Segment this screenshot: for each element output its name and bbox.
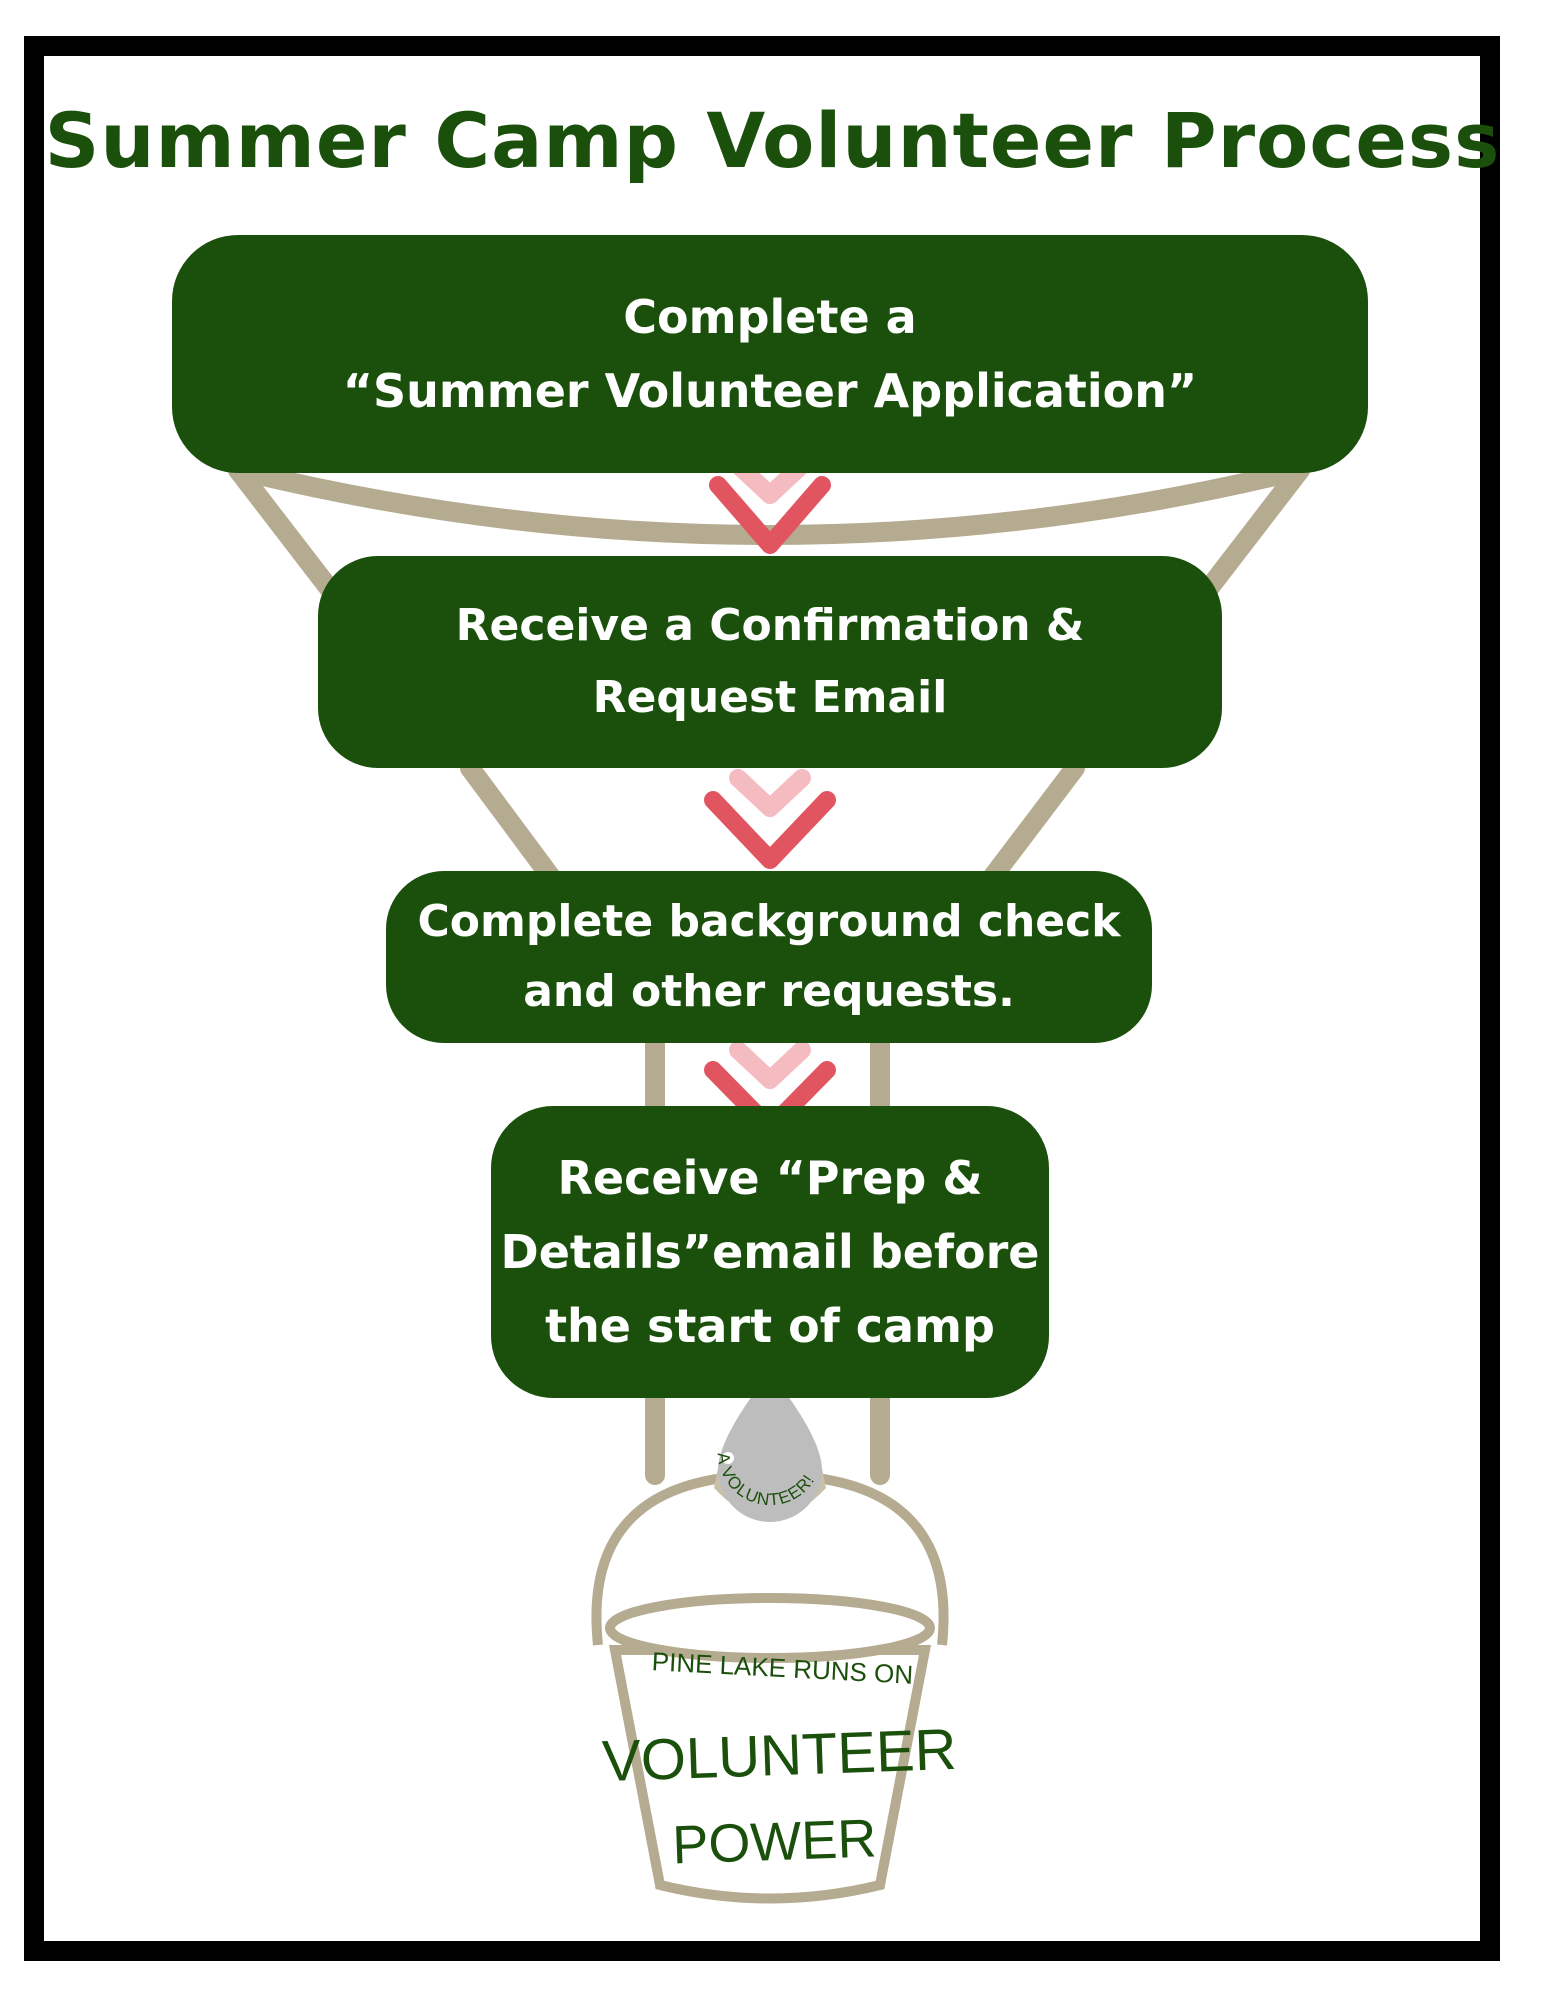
water-drop-icon: A VOLUNTEER! <box>714 1372 826 1522</box>
bucket-line2: POWER <box>671 1808 877 1875</box>
bucket-icon <box>591 1469 949 1904</box>
chevron-light-3 <box>729 1041 811 1089</box>
bucket-rim <box>605 1593 935 1663</box>
step-3-box: Complete background check and other requ… <box>386 871 1152 1043</box>
step-2-text: Receive a Confirmation & Request Email <box>455 600 1085 723</box>
step-2-box: Receive a Confirmation & Request Email <box>318 556 1222 768</box>
drop-highlight <box>722 1452 734 1464</box>
step-4-box: Receive “Prep & Details”email before the… <box>491 1106 1049 1398</box>
step-1-box: Complete a “Summer Volunteer Application… <box>172 235 1368 473</box>
page-title: Summer Camp Volunteer Process <box>44 96 1501 185</box>
chevron-light-2 <box>729 769 811 817</box>
bucket-body <box>608 1645 932 1904</box>
step-1-text: Complete a “Summer Volunteer Application… <box>342 290 1198 418</box>
chevron-dark-1 <box>709 476 831 554</box>
funnel-right-arm-top <box>1190 460 1310 610</box>
chevron-light-1 <box>729 456 811 504</box>
step-4-text: Receive “Prep & Details”email before the… <box>500 1151 1040 1353</box>
step-3-text: Complete background check and other requ… <box>417 896 1121 1017</box>
chevron-dark-2 <box>704 791 836 869</box>
drop-body <box>718 1372 822 1522</box>
bucket-line1: VOLUNTEER <box>601 1717 958 1794</box>
funnel-left-arm-top <box>228 460 348 610</box>
